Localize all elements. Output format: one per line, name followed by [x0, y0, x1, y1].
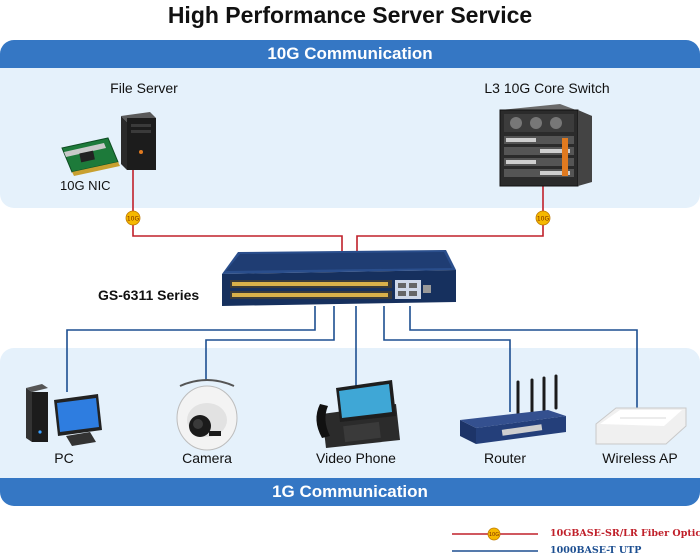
nic-card-icon [61, 137, 120, 176]
switch-series-label: GS-6311 Series [98, 287, 200, 303]
nic-label: 10G NIC [60, 178, 111, 193]
gs-6311-switch-icon [222, 250, 456, 306]
utp-link-camera [205, 306, 335, 380]
utp-link-wireless-ap [409, 306, 638, 412]
wireless-ap-label: Wireless AP [602, 450, 678, 466]
fiber-links [132, 170, 544, 252]
legend-fiber-swatch: 10G [452, 527, 538, 541]
router-label: Router [483, 450, 527, 466]
router-icon [460, 374, 566, 444]
camera-icon [176, 379, 238, 451]
video-phone-icon [316, 380, 400, 448]
camera-label: Camera [182, 450, 232, 466]
file-server-icon [121, 112, 156, 170]
fiber-link-file-server [132, 170, 343, 252]
10g-band: 10G Communication [0, 40, 700, 68]
pc-icon [26, 384, 102, 446]
badge-core-switch: 10G [535, 210, 551, 226]
core-switch-icon [499, 104, 592, 187]
utp-link-router [383, 306, 511, 412]
utp-link-pc [66, 306, 316, 392]
wireless-ap-icon [595, 407, 687, 445]
legend-fiber-label: 10GBASE-SR/LR Fiber Optic [550, 528, 700, 539]
svg-text:10G: 10G [127, 216, 140, 223]
svg-text:10G: 10G [489, 532, 499, 538]
svg-text:10G: 10G [537, 216, 550, 223]
file-server-label: File Server [110, 80, 178, 96]
core-switch-label: L3 10G Core Switch [484, 80, 610, 96]
fiber-link-core-switch [356, 186, 544, 252]
utp-links [66, 306, 638, 412]
pc-label: PC [54, 450, 74, 466]
legend-utp-label: 1000BASE-T UTP [550, 545, 642, 556]
page-title: High Performance Server Service [167, 2, 533, 28]
video-phone-label: Video Phone [316, 450, 396, 466]
1g-band: 1G Communication [0, 478, 700, 506]
badge-file-server: 10G [125, 210, 141, 226]
